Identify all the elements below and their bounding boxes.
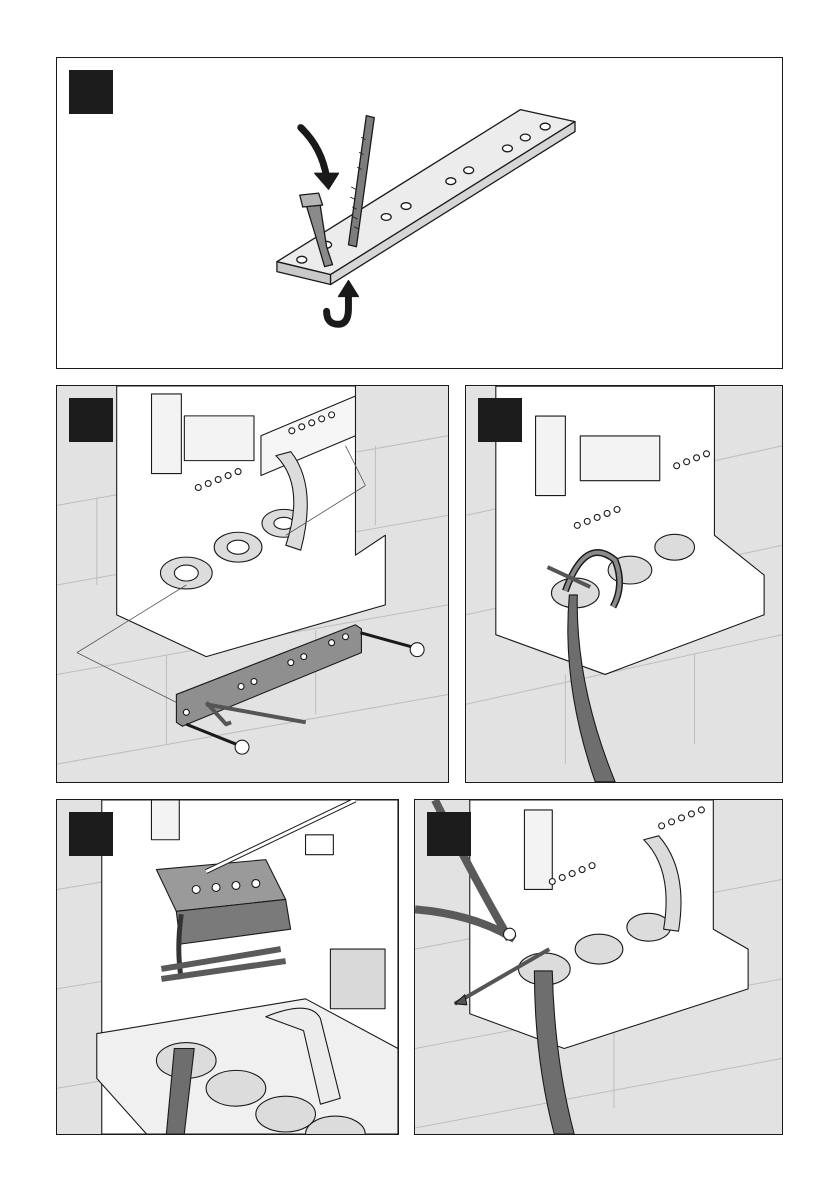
strain-relief-bar-illustration: [57, 58, 782, 368]
illustration-panel-cable-secured: [465, 385, 783, 783]
illustration-panel-cut-tie: [414, 799, 783, 1135]
illustration-panel-wiring: [56, 799, 399, 1135]
step-number-badge: [69, 70, 113, 114]
step-number-badge: [69, 812, 113, 856]
illustration-panel-mount-bar: [56, 385, 449, 783]
mount-bar-illustration: [57, 386, 448, 782]
curved-arrow-icon: [301, 128, 327, 178]
step-number-badge: [478, 398, 522, 442]
step-number-badge: [427, 812, 471, 856]
step-number-badge: [69, 398, 113, 442]
illustration-panel-strain-relief-bar: [56, 57, 783, 369]
cable-secured-illustration: [466, 386, 782, 782]
